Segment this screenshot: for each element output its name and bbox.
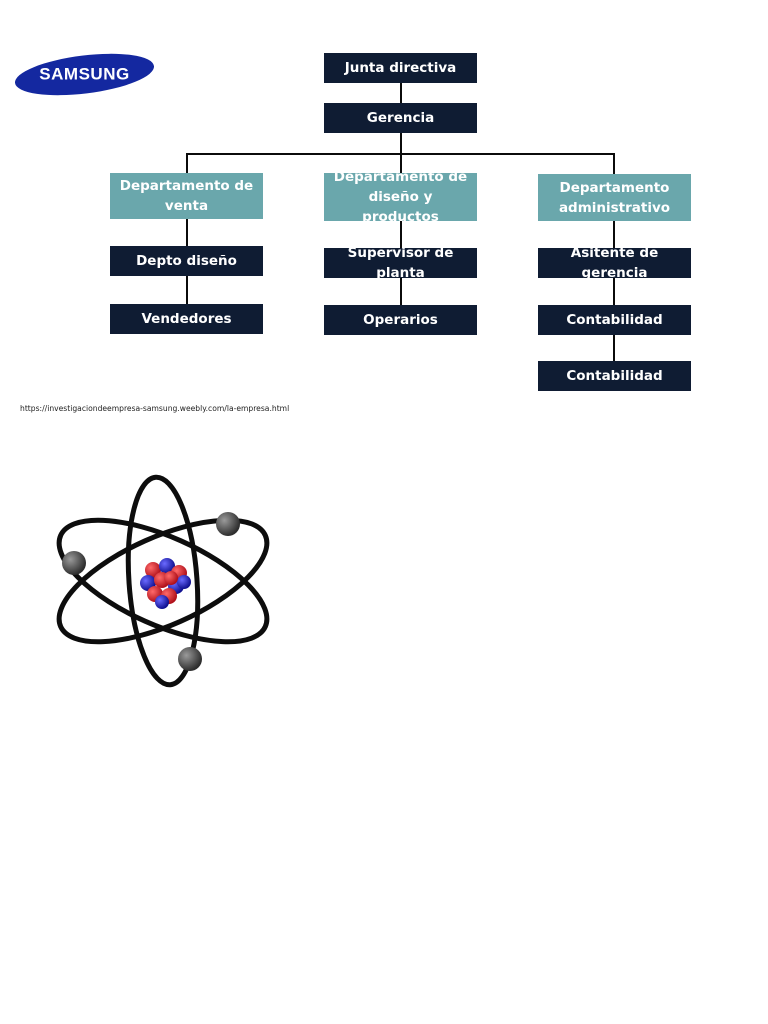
- connector-admin-3: [613, 334, 615, 361]
- node-operarios: Operarios: [324, 305, 477, 335]
- node-depto-diseno: Depto diseño: [110, 246, 263, 276]
- samsung-logo: SAMSUNG: [14, 53, 155, 96]
- node-vendedores: Vendedores: [110, 304, 263, 334]
- nucleus: [140, 558, 191, 609]
- electron: [216, 512, 240, 536]
- electron: [62, 551, 86, 575]
- connector-top: [400, 82, 402, 104]
- connector-horizontal: [186, 153, 615, 155]
- connector-diseno-2: [400, 277, 402, 305]
- node-contabilidad-2: Contabilidad: [538, 361, 691, 391]
- node-departamento-administrativo: Departamento administrativo: [538, 174, 691, 221]
- connector-admin-1: [613, 221, 615, 248]
- org-chart: Junta directiva Gerencia Departamento de…: [0, 0, 768, 400]
- atom-icon: [56, 474, 270, 688]
- node-asistente-de-gerencia: Asitente de gerencia: [538, 245, 691, 281]
- connector-diseno-1: [400, 220, 402, 248]
- node-departamento-diseno: Departamento de diseño y productos: [324, 169, 477, 225]
- connector-venta-1: [186, 218, 188, 246]
- connector-right-down: [613, 153, 615, 174]
- connector-left-down: [186, 153, 188, 174]
- node-supervisor-de-planta: Supervisor de planta: [324, 245, 477, 281]
- node-junta-directiva: Junta directiva: [324, 53, 477, 83]
- source-url: https://investigaciondeempresa-samsung.w…: [20, 404, 290, 413]
- node-departamento-venta: Departamento de venta: [110, 173, 263, 219]
- node-gerencia: Gerencia: [324, 103, 477, 133]
- node-contabilidad-1: Contabilidad: [538, 305, 691, 335]
- samsung-logo-text: SAMSUNG: [39, 65, 129, 84]
- electron: [178, 647, 202, 671]
- connector-venta-2: [186, 276, 188, 304]
- connector-admin-2: [613, 277, 615, 305]
